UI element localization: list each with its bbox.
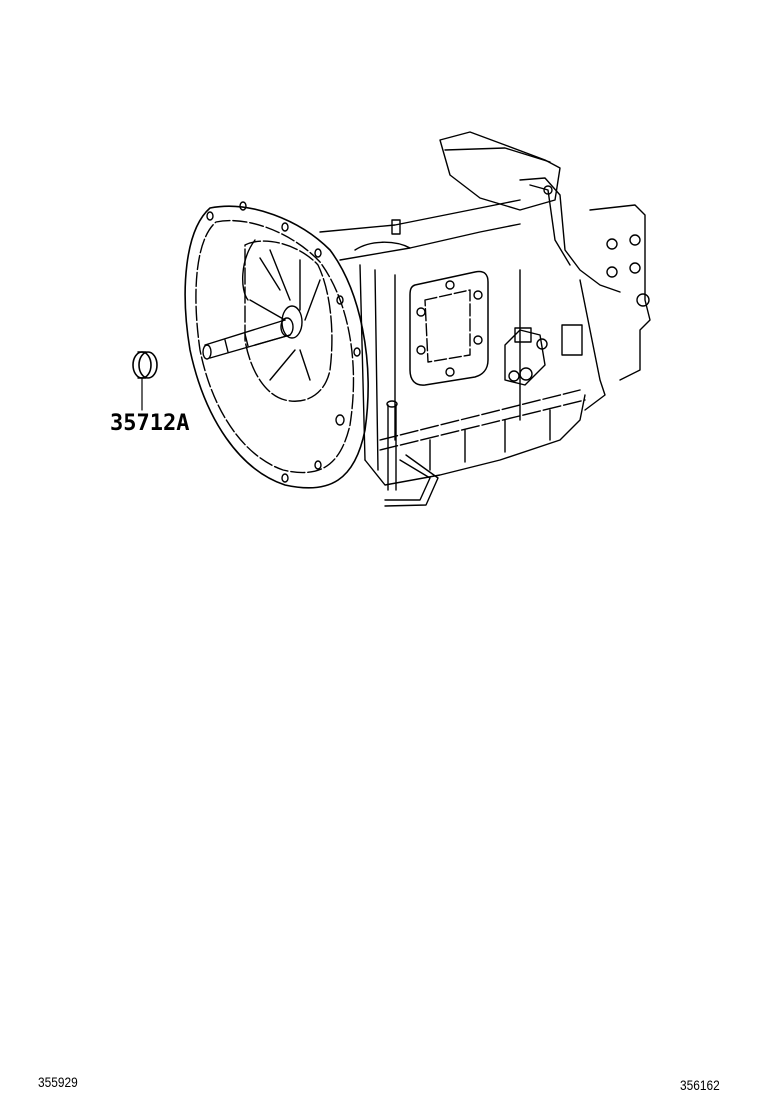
neutral-start-switch (504, 324, 583, 386)
clutch-housing (241, 239, 333, 402)
illustration-reference-right: 356162 (680, 1077, 720, 1093)
illustration-reference-left: 355929 (38, 1074, 78, 1090)
inspection-cover (409, 270, 489, 386)
shifter-housing (439, 131, 651, 411)
input-shaft (202, 305, 303, 360)
part-callout-35712A[interactable]: 35712A (110, 411, 190, 436)
bell-housing-flange (184, 201, 369, 489)
transmission-case (319, 199, 586, 486)
seal-ring-icon (132, 351, 158, 411)
cooler-pipe (384, 400, 439, 507)
